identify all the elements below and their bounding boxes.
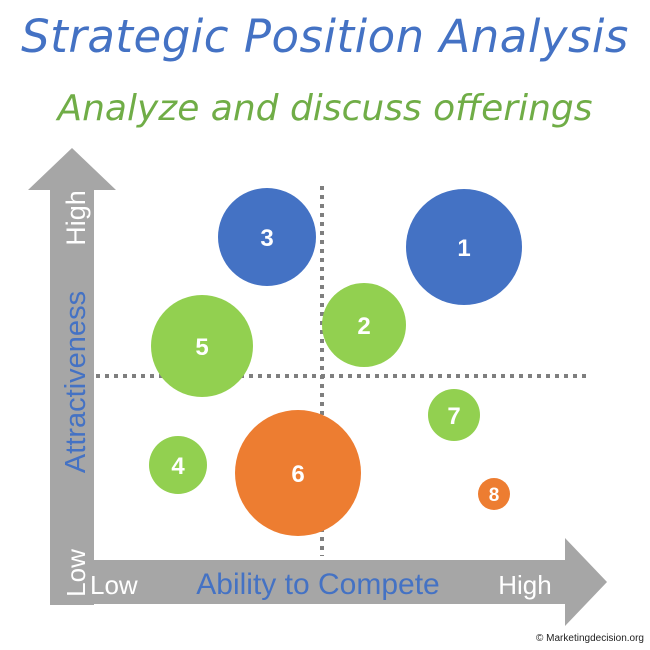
bubble-7: 7 (428, 389, 480, 441)
bubble-label: 2 (357, 313, 370, 340)
x-axis-high-label: High (498, 570, 551, 600)
page-title: Strategic Position Analysis (21, 10, 629, 63)
page-subtitle: Analyze and discuss offerings (57, 88, 593, 129)
x-axis-arrow (50, 538, 607, 626)
y-axis-title: Attractiveness (60, 291, 92, 473)
bubble-label: 7 (447, 403, 460, 430)
y-axis-high-label: High (61, 190, 91, 246)
bubble-label: 4 (171, 453, 185, 480)
bubble-8: 8 (478, 478, 510, 510)
bubble-label: 3 (260, 225, 273, 252)
bubble-4: 4 (149, 436, 207, 494)
bubble-3: 3 (218, 188, 316, 286)
copyright-credit: © Marketingdecision.org (536, 633, 644, 644)
bubble-label: 1 (457, 235, 470, 262)
bubble-label: 8 (489, 485, 500, 506)
bubble-label: 6 (291, 461, 304, 488)
bubble-6: 6 (235, 410, 361, 536)
bubble-1: 1 (406, 189, 522, 305)
bubble-label: 5 (195, 334, 208, 361)
bubble-2: 2 (322, 283, 406, 367)
bubble-5: 5 (151, 295, 253, 397)
y-axis-arrow (28, 148, 116, 605)
x-axis-title: Ability to Compete (196, 568, 439, 601)
y-axis-low-label: Low (61, 549, 91, 597)
x-axis-low-label: Low (90, 570, 138, 600)
